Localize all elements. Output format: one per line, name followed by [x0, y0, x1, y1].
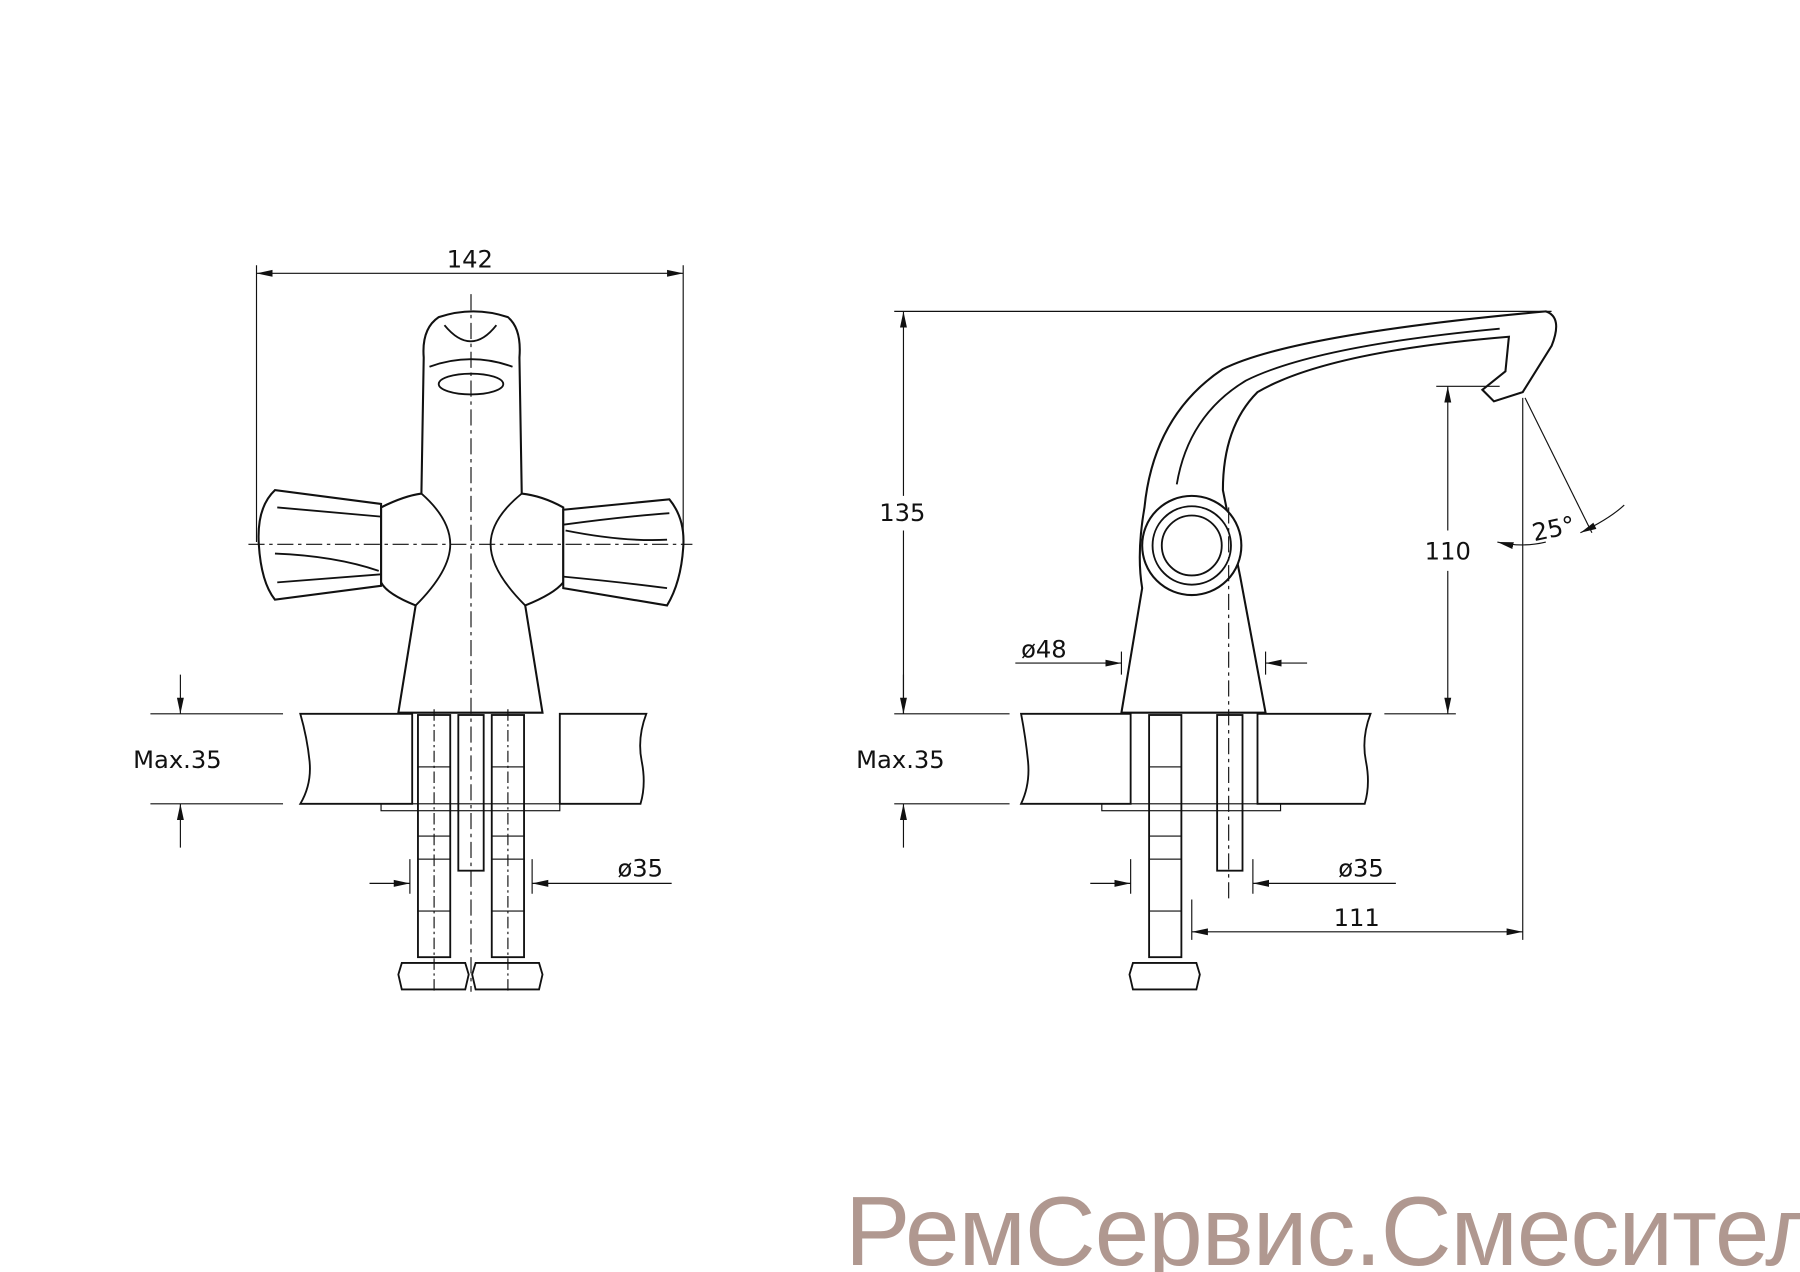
hose-left — [397, 709, 470, 995]
base-diameter-label: ø48 — [1021, 635, 1067, 663]
right-handle — [562, 498, 685, 607]
hose-right — [471, 709, 544, 995]
countertop-section — [298, 712, 648, 812]
mounting-stud — [457, 714, 485, 872]
angle-dimension: 25° — [1530, 511, 1578, 547]
hole-diameter-label: ø35 — [1338, 854, 1384, 882]
side-view: 135 Max.35 110 25° ø48 ø35 111 — [856, 310, 1625, 991]
faucet-body — [380, 310, 565, 714]
height-dimension: 135 — [879, 499, 925, 527]
countertop-section — [1019, 712, 1372, 812]
mounting-stud — [1216, 714, 1244, 872]
width-dimension: 142 — [447, 246, 493, 274]
handle-cap — [1141, 494, 1243, 597]
hose — [1128, 714, 1201, 991]
mount-thickness-label: Max.35 — [856, 746, 945, 774]
watermark: РемСервис.Смесители — [845, 1176, 1800, 1272]
hole-diameter-label: ø35 — [617, 854, 663, 882]
reach-dimension: 111 — [1334, 904, 1380, 932]
spout-height-dimension: 110 — [1425, 537, 1471, 565]
front-view: 142 Max.35 ø35 — [133, 246, 693, 995]
mount-thickness-label: Max.35 — [133, 746, 222, 774]
